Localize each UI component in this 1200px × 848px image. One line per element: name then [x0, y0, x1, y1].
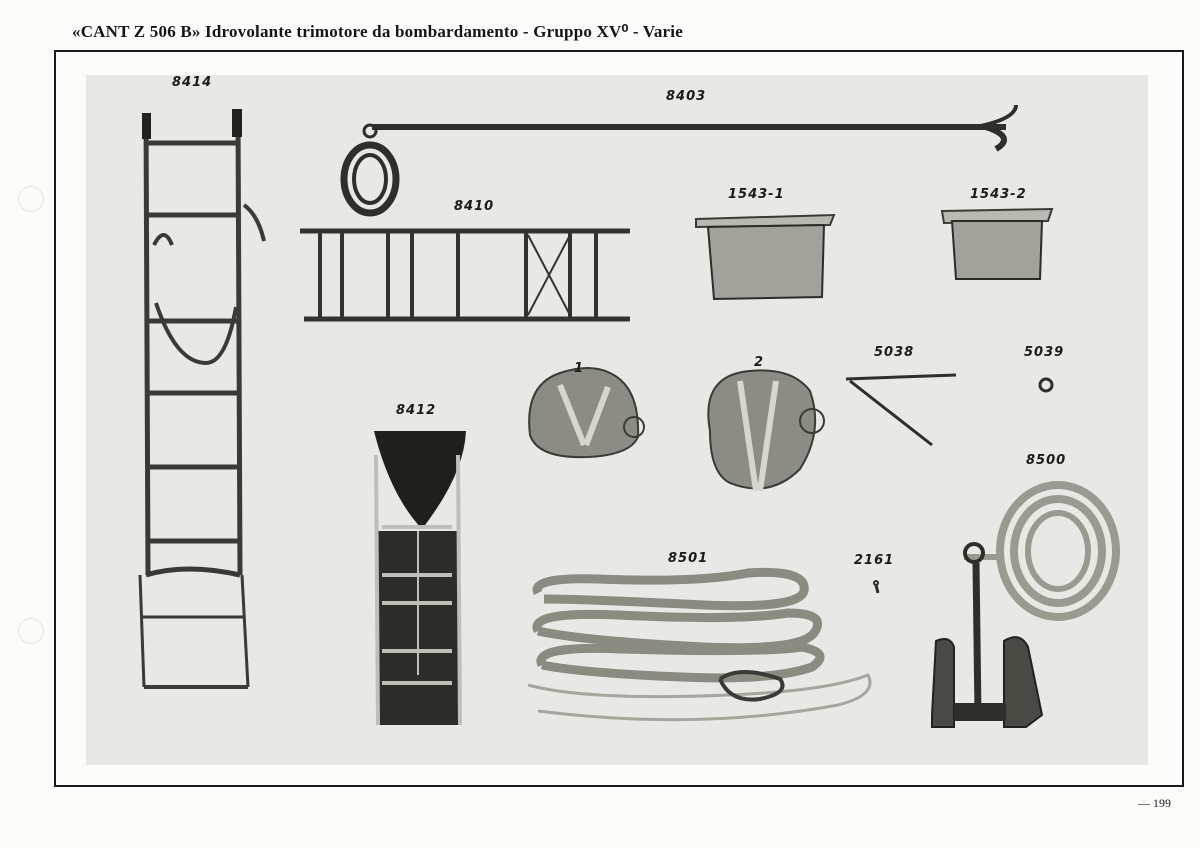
label-8410: 8410	[454, 199, 495, 214]
label-8500: 8500	[1026, 453, 1067, 468]
label-bag-2: 2	[754, 355, 765, 370]
label-5039: 5039	[1024, 345, 1065, 360]
label-1543-2: 1543-2	[970, 187, 1027, 202]
rod-5038-drawing	[845, 373, 957, 447]
label-8414: 8414	[172, 75, 213, 90]
equipment-illustration	[138, 104, 1120, 728]
pad-1543-1-drawing	[695, 213, 836, 301]
page-title: «CANT Z 506 B» Idrovolante trimotore da …	[72, 22, 683, 41]
anchor-drawing	[931, 542, 1044, 728]
boathook-8403-drawing	[340, 104, 1018, 217]
equipment-photo: 8414 8403 8410 1543-1 1543-2 1 2 5038 50…	[86, 75, 1148, 765]
label-8501: 8501	[668, 551, 709, 566]
rope-coil-8500-drawing	[964, 481, 1120, 621]
pin-2161-drawing	[873, 580, 880, 594]
punch-hole-top	[18, 186, 44, 212]
bag-2-drawing	[707, 369, 825, 492]
bag-1-drawing	[528, 367, 645, 459]
punch-hole-bottom	[18, 618, 44, 644]
label-5038: 5038	[874, 345, 915, 360]
label-1543-1: 1543-1	[728, 187, 785, 202]
page-number: — 199	[1138, 796, 1171, 810]
label-8412: 8412	[396, 403, 437, 418]
ladder-8412-drawing	[374, 431, 466, 726]
pad-1543-2-drawing	[940, 207, 1054, 280]
label-2161: 2161	[854, 553, 895, 568]
label-bag-1: 1	[574, 361, 585, 376]
rope-8501-drawing	[527, 567, 872, 722]
clip-5039-drawing	[1038, 377, 1054, 393]
ladder-8410-drawing	[300, 228, 630, 322]
ladder-8414-drawing	[138, 109, 266, 689]
label-8403: 8403	[666, 89, 707, 104]
